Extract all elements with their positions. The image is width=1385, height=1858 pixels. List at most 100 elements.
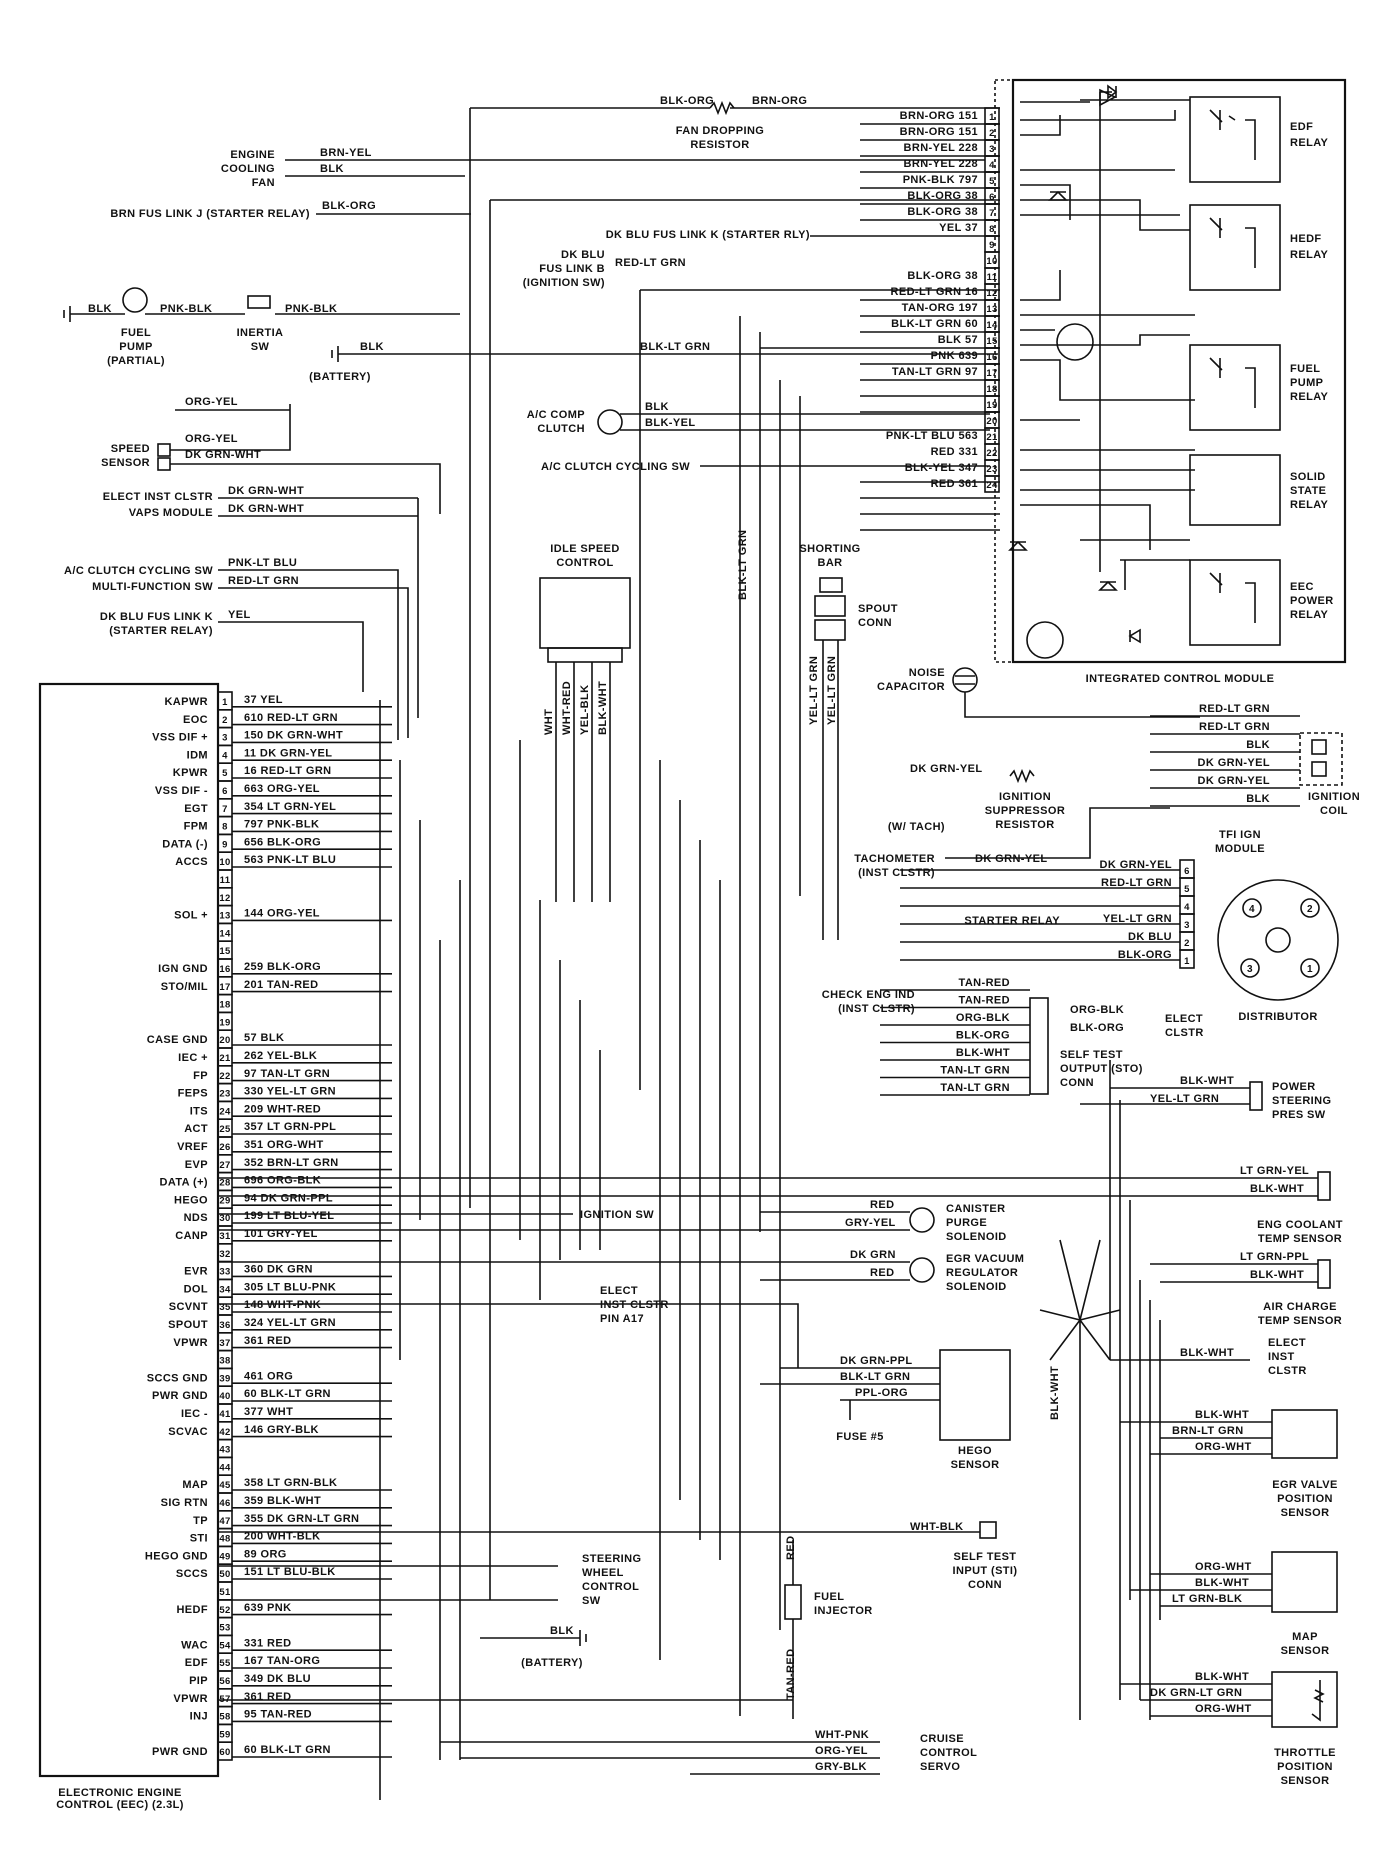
ecm-pin-wire: 95 TAN-RED xyxy=(244,1709,312,1721)
ecm-pin-number: 6 xyxy=(222,786,228,797)
self-test-input-sti: WHT-BLK SELF TEST INPUT (STI) CONN xyxy=(218,1521,1017,1591)
svg-text:ORG-WHT: ORG-WHT xyxy=(1195,1703,1252,1715)
ecm-pin-wire: 11 DK GRN-YEL xyxy=(244,747,332,759)
ecm-pin-name: VPWR xyxy=(173,1693,208,1705)
ecm-pin-number: 15 xyxy=(219,946,231,957)
svg-text:CONN: CONN xyxy=(1060,1077,1094,1089)
svg-text:(STARTER RELAY): (STARTER RELAY) xyxy=(109,625,213,637)
ecm-pin-wire: 358 LT GRN-BLK xyxy=(244,1477,337,1489)
svg-text:PPL-ORG: PPL-ORG xyxy=(855,1387,908,1399)
steering-wheel-control-sw: STEERING WHEEL CONTROL SW xyxy=(218,1553,641,1607)
svg-text:DK GRN-PPL: DK GRN-PPL xyxy=(840,1355,912,1367)
ecm-pin-number: 31 xyxy=(219,1231,231,1242)
icm-transistor-2 xyxy=(1026,621,1064,659)
svg-text:(W/ TACH): (W/ TACH) xyxy=(888,821,945,833)
ecm-pin-name: SPOUT xyxy=(168,1319,208,1331)
svg-text:IDLE SPEED: IDLE SPEED xyxy=(550,543,619,555)
ecm-pin-name: IEC + xyxy=(178,1052,208,1064)
coil-wire-label: DK GRN-YEL xyxy=(1198,775,1270,787)
svg-text:FUEL: FUEL xyxy=(1290,363,1320,375)
tfi-wire-label: BLK-ORG xyxy=(1118,949,1172,961)
svg-text:PRES SW: PRES SW xyxy=(1272,1109,1326,1121)
sto-wire-label: BLK-WHT xyxy=(956,1047,1010,1059)
ecm-pin-number: 10 xyxy=(219,857,230,868)
dk-blu-fus-link-k: DK BLU FUS LINK K (STARTER RLY) xyxy=(606,229,810,241)
svg-text:ELECT: ELECT xyxy=(1165,1013,1203,1025)
sto-wire-label: TAN-RED xyxy=(959,977,1010,989)
ecm-pin-number: 52 xyxy=(219,1605,230,1616)
svg-text:COOLING: COOLING xyxy=(221,163,275,175)
ecm-pin-wire: 663 ORG-YEL xyxy=(244,783,320,795)
fan-dropping-resistor: BLK-ORG BRN-ORG FAN DROPPING RESISTOR xyxy=(660,95,807,151)
svg-text:BAR: BAR xyxy=(817,557,842,569)
svg-text:BLK-ORG: BLK-ORG xyxy=(322,200,376,212)
icm-pin-wire: BLK-ORG 38 xyxy=(907,190,978,202)
svg-text:RESISTOR: RESISTOR xyxy=(995,819,1054,831)
svg-text:CANISTER: CANISTER xyxy=(946,1203,1005,1215)
svg-text:RELAY: RELAY xyxy=(1290,391,1329,403)
svg-text:POSITION: POSITION xyxy=(1277,1493,1333,1505)
ecm-pin-number: 45 xyxy=(219,1480,231,1491)
svg-text:BLK-WHT: BLK-WHT xyxy=(1180,1347,1234,1359)
svg-text:ORG-BLK: ORG-BLK xyxy=(1070,1004,1124,1016)
svg-text:RELAY: RELAY xyxy=(1290,137,1329,149)
ecm-pin-wire: 377 WHT xyxy=(244,1406,293,1418)
starter-relay: STARTER RELAY xyxy=(964,915,1060,927)
ecm-pin-wire: 209 WHT-RED xyxy=(244,1103,321,1115)
icm-pin-wire: BRN-YEL 228 xyxy=(904,142,979,154)
icm-pin-wire: TAN-LT GRN 97 xyxy=(892,366,978,378)
ecm-pin-name: INJ xyxy=(190,1711,208,1723)
icm-pin-number: 20 xyxy=(986,416,997,427)
svg-text:REGULATOR: REGULATOR xyxy=(946,1267,1018,1279)
svg-text:PIN A17: PIN A17 xyxy=(600,1313,644,1325)
ecm-pin-name: SCCS xyxy=(176,1568,208,1580)
ecm-pin-name: EGT xyxy=(184,803,208,815)
icm-title: INTEGRATED CONTROL MODULE xyxy=(1086,673,1275,685)
svg-text:WHT-BLK: WHT-BLK xyxy=(910,1521,964,1533)
svg-text:SENSOR: SENSOR xyxy=(1281,1507,1330,1519)
svg-text:TAN-RED: TAN-RED xyxy=(785,1649,797,1700)
svg-text:PNK-BLK: PNK-BLK xyxy=(160,303,212,315)
icm-diodes xyxy=(1008,84,1141,644)
svg-text:CONTROL: CONTROL xyxy=(556,557,613,569)
svg-text:CAPACITOR: CAPACITOR xyxy=(877,681,945,693)
ecm-pin-number: 60 xyxy=(219,1747,230,1758)
ecm-pin-name: PWR GND xyxy=(152,1390,208,1402)
coil-wire-label: DK GRN-YEL xyxy=(1198,757,1270,769)
svg-text:BLK-WHT: BLK-WHT xyxy=(1195,1577,1249,1589)
ecm-pin-wire: 639 PNK xyxy=(244,1602,291,1614)
svg-text:RED: RED xyxy=(785,1536,797,1560)
svg-text:DK GRN-WHT: DK GRN-WHT xyxy=(228,485,304,497)
svg-text:4: 4 xyxy=(1249,904,1255,915)
svg-text:SOLID: SOLID xyxy=(1290,471,1326,483)
ecm-pin-number: 19 xyxy=(219,1017,230,1028)
svg-text:RED: RED xyxy=(870,1267,894,1279)
svg-text:PNK-BLK: PNK-BLK xyxy=(285,303,337,315)
wire-yel-lt-grn-v1: YEL-LT GRN xyxy=(808,656,820,725)
svg-text:STATE: STATE xyxy=(1290,485,1326,497)
icm-pin-wire: BLK-ORG 38 xyxy=(907,270,978,282)
ecm-pin-box xyxy=(217,1741,233,1761)
svg-text:ORG-YEL: ORG-YEL xyxy=(185,396,238,408)
svg-text:DK GRN-WHT: DK GRN-WHT xyxy=(185,449,261,461)
ecm-pin-number: 34 xyxy=(219,1284,231,1295)
svg-text:DISTRIBUTOR: DISTRIBUTOR xyxy=(1238,1011,1317,1023)
tfi-pin-number: 5 xyxy=(1184,884,1190,895)
svg-text:NOISE: NOISE xyxy=(909,667,945,679)
svg-text:FUS LINK B: FUS LINK B xyxy=(539,263,605,275)
icm-pin-number: 19 xyxy=(986,400,997,411)
ecm-pin-name: FEPS xyxy=(178,1088,208,1100)
svg-text:(BATTERY): (BATTERY) xyxy=(521,1657,583,1669)
sto-wire-label: TAN-LT GRN xyxy=(940,1065,1010,1077)
ecm-pin-number: 53 xyxy=(219,1623,230,1634)
icm-pin-number: 12 xyxy=(986,288,997,299)
icm-pin-number: 1 xyxy=(989,112,995,123)
ecm-pin-number: 38 xyxy=(219,1356,230,1367)
svg-text:INERTIA: INERTIA xyxy=(237,327,284,339)
ecm-pin-name: MAP xyxy=(182,1479,208,1491)
ecm-pin-name: HEDF xyxy=(176,1604,208,1616)
ac-clutch-cycling-sw-top: A/C CLUTCH CYCLING SW xyxy=(541,461,990,473)
svg-text:BLK: BLK xyxy=(360,341,384,353)
icm-transistor-1 xyxy=(1056,323,1094,361)
